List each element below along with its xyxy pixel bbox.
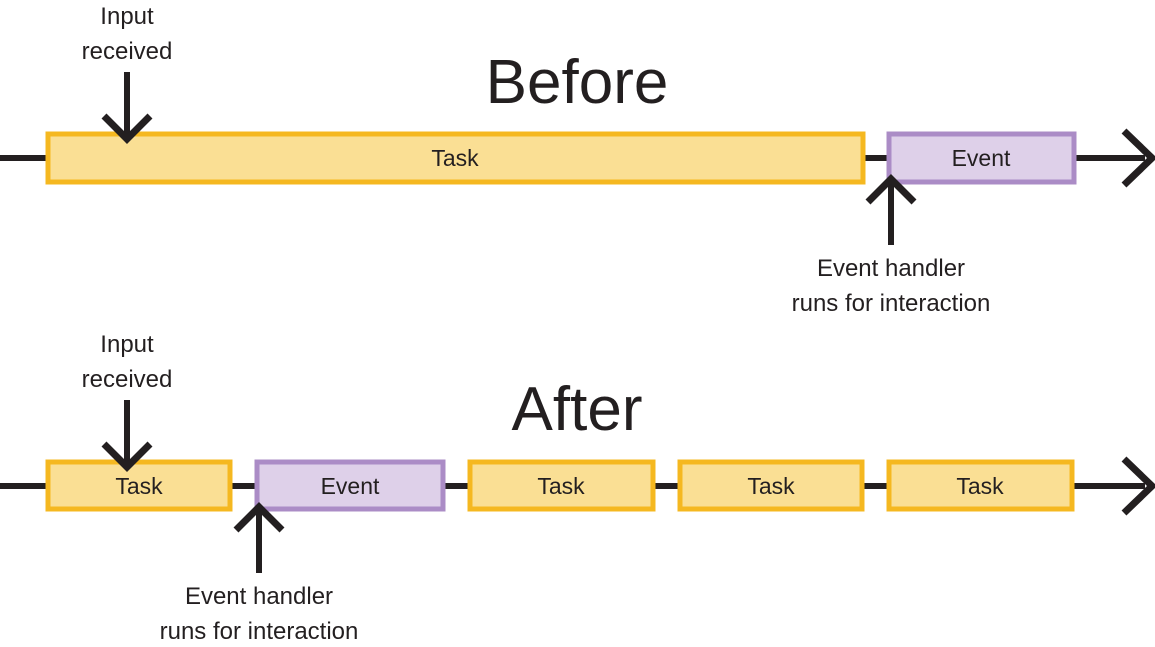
- annotation-event-handler-before: Event handler runs for interaction: [792, 174, 991, 317]
- timeline-after-arrow-icon: [1121, 456, 1155, 516]
- task-rect-after-4: [886, 459, 1075, 512]
- block-task-before[interactable]: Task: [45, 131, 866, 185]
- event-handler-line2-before: runs for interaction: [792, 290, 991, 317]
- block-task-after-1[interactable]: Task: [45, 459, 233, 512]
- input-received-line1-after: Input: [100, 331, 154, 358]
- title-before: Before: [486, 48, 669, 117]
- block-task-after-4[interactable]: Task: [886, 459, 1075, 512]
- title-after: After: [512, 375, 643, 444]
- event-label-after: Event: [321, 473, 380, 499]
- task-label-after-1: Task: [115, 473, 163, 499]
- input-received-line1-before: Input: [100, 3, 154, 30]
- input-received-line2-after: received: [82, 366, 173, 393]
- task-rect-after-1: [45, 459, 233, 512]
- event-label-before: Event: [952, 145, 1011, 171]
- task-label-after-2: Task: [537, 473, 585, 499]
- arrow-down-icon-before: [101, 113, 153, 144]
- task-label-before: Task: [431, 145, 479, 171]
- annotation-input-received-before: Input received: [82, 3, 173, 144]
- task-label-after-3: Task: [747, 473, 795, 499]
- annotation-event-handler-after: Event handler runs for interaction: [160, 502, 359, 645]
- annotation-input-received-after: Input received: [82, 331, 173, 472]
- event-handler-line1-before: Event handler: [817, 255, 965, 282]
- task-rect-before: [45, 131, 866, 185]
- block-task-after-2[interactable]: Task: [467, 459, 656, 512]
- arrow-down-icon-after: [101, 441, 153, 472]
- input-received-line2-before: received: [82, 38, 173, 65]
- task-rect-after-3: [677, 459, 865, 512]
- block-event-after[interactable]: Event: [254, 459, 446, 512]
- timeline-before-arrow-icon: [1121, 128, 1155, 188]
- task-rect-after-2: [467, 459, 656, 512]
- block-task-after-3[interactable]: Task: [677, 459, 865, 512]
- task-label-after-4: Task: [956, 473, 1004, 499]
- event-rect-before: [886, 131, 1077, 185]
- arrow-up-icon-before: [865, 174, 917, 205]
- event-rect-after: [254, 459, 446, 512]
- block-event-before[interactable]: Event: [886, 131, 1077, 185]
- event-handler-line1-after: Event handler: [185, 583, 333, 610]
- event-handler-line2-after: runs for interaction: [160, 618, 359, 645]
- arrow-up-icon-after: [233, 502, 285, 533]
- section-before: Before Task Event Input received: [0, 3, 1155, 317]
- section-after: After Task Event Task: [0, 331, 1155, 645]
